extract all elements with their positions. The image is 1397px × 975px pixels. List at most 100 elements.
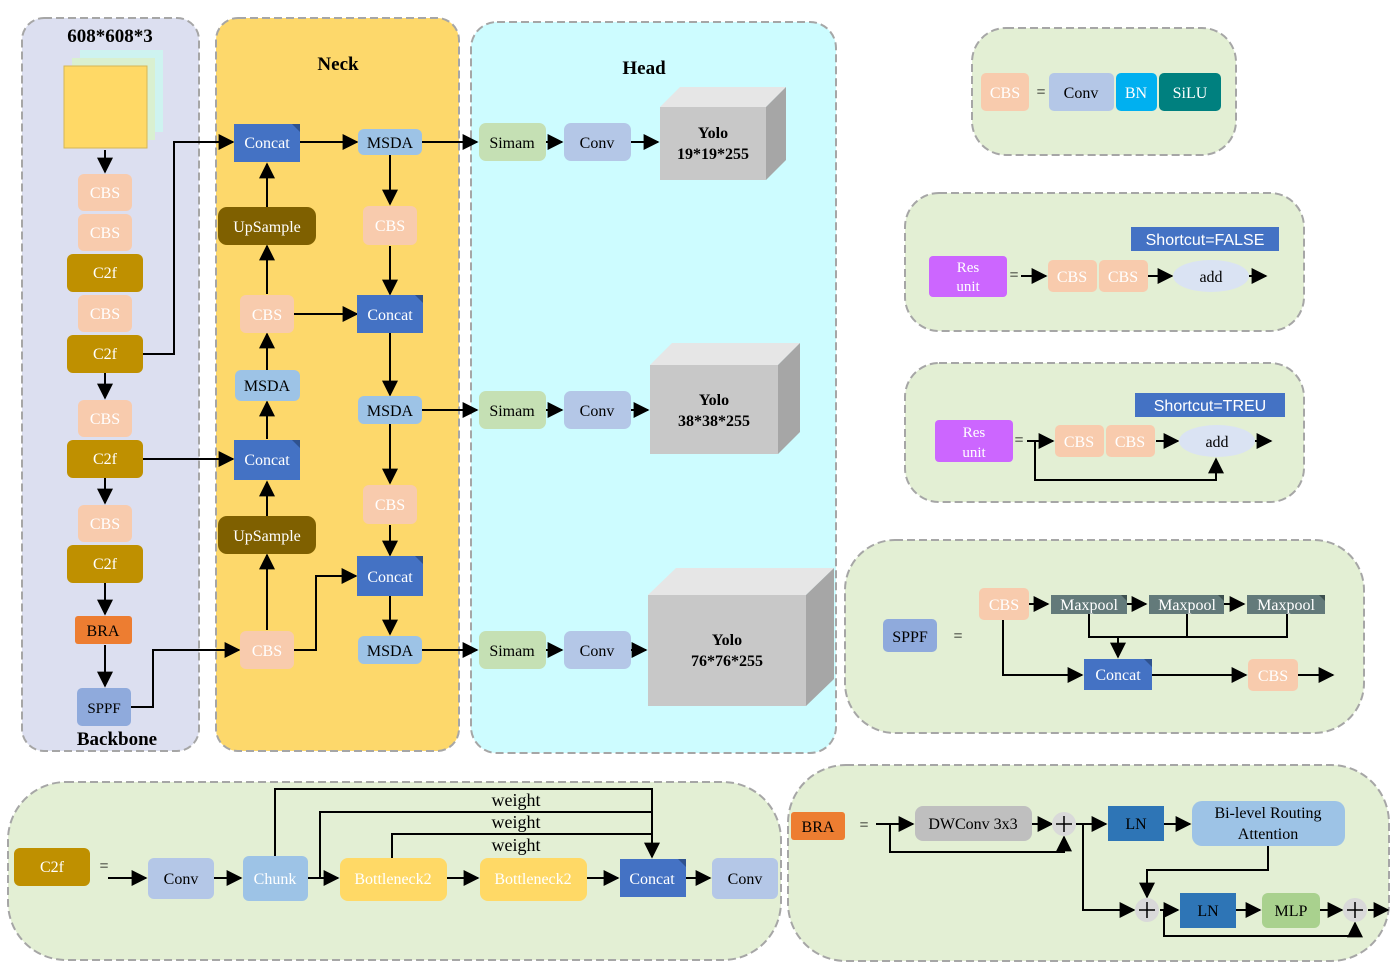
svg-text:38*38*255: 38*38*255: [678, 413, 750, 430]
svg-text:C2f: C2f: [93, 556, 118, 573]
svg-text:CBS: CBS: [1057, 269, 1087, 286]
legend-res-false: Shortcut=FALSE Res unit = CBS CBS add: [929, 227, 1279, 297]
neck-cbs-4: [363, 485, 417, 524]
neck-concat-2: [234, 440, 300, 480]
svg-text:add: add: [1205, 434, 1228, 451]
svg-text:=: =: [1036, 84, 1045, 101]
neck-title: Neck: [317, 54, 359, 75]
backbone-cbs-2: [78, 214, 132, 251]
backbone-cbs-3: [78, 295, 132, 332]
svg-text:Bottleneck2: Bottleneck2: [354, 871, 431, 888]
neck-cbs-3: [363, 206, 417, 245]
svg-text:Conv: Conv: [728, 871, 763, 888]
svg-text:=: =: [1009, 267, 1018, 284]
neck-upsample-1: [218, 207, 316, 245]
backbone-title: Backbone: [77, 729, 157, 750]
svg-text:76*76*255: 76*76*255: [691, 653, 763, 670]
head-conv-3: [564, 631, 631, 669]
backbone-c2f-1: [67, 254, 143, 292]
legend-cbs: CBS = Conv BN SiLU: [981, 73, 1221, 111]
svg-text:Concat: Concat: [367, 569, 413, 586]
svg-text:Maxpool: Maxpool: [1257, 597, 1315, 614]
svg-text:CBS: CBS: [90, 225, 120, 242]
svg-text:Res: Res: [963, 425, 986, 441]
neck-concat-3: [357, 295, 423, 333]
svg-text:CBS: CBS: [1108, 269, 1138, 286]
svg-text:UpSample: UpSample: [233, 219, 301, 236]
head-yolo-box-2: [650, 343, 800, 454]
svg-text:C2f: C2f: [93, 346, 118, 363]
head-blocks: Simam Conv Yolo 19*19*255 Simam Conv Yol…: [479, 87, 834, 706]
svg-text:Conv: Conv: [1064, 85, 1099, 102]
backbone-cbs-1: [78, 174, 132, 211]
backbone-c2f-2: [67, 335, 143, 373]
svg-text:MSDA: MSDA: [367, 135, 414, 152]
svg-text:Yolo: Yolo: [699, 392, 729, 409]
svg-text:MSDA: MSDA: [367, 403, 414, 420]
svg-text:Bi-level Routing: Bi-level Routing: [1214, 805, 1321, 822]
svg-text:MLP: MLP: [1275, 903, 1308, 920]
svg-text:Simam: Simam: [489, 643, 535, 660]
svg-text:Concat: Concat: [1095, 667, 1141, 684]
svg-text:CBS: CBS: [90, 185, 120, 202]
svg-text:Concat: Concat: [244, 135, 290, 152]
head-conv-1: [564, 123, 631, 161]
svg-text:SPPF: SPPF: [892, 629, 928, 646]
svg-text:CBS: CBS: [90, 306, 120, 323]
neck-cbs-1: [240, 295, 294, 333]
input-size-label: 608*608*3: [67, 26, 153, 47]
svg-text:CBS: CBS: [1258, 668, 1288, 685]
svg-text:=: =: [859, 817, 868, 834]
svg-text:Res: Res: [957, 260, 980, 276]
svg-text:CBS: CBS: [990, 85, 1020, 102]
svg-text:add: add: [1199, 269, 1222, 286]
neck-upsample-2: [218, 516, 316, 554]
connectors: [97, 134, 1390, 938]
svg-text:Shortcut=FALSE: Shortcut=FALSE: [1146, 232, 1265, 249]
head-yolo-box-1: [660, 87, 786, 180]
neck-blocks: Concat UpSample CBS MSDA Concat UpSample…: [218, 124, 423, 669]
svg-text:weight: weight: [492, 790, 541, 810]
backbone-sppf: [77, 688, 131, 726]
head-yolo-box-3: [648, 568, 834, 706]
svg-text:Conv: Conv: [580, 403, 615, 420]
svg-text:Shortcut=TREU: Shortcut=TREU: [1154, 398, 1266, 415]
legend-bra-panel: [787, 764, 1390, 962]
neck-msda-bot: [358, 636, 422, 664]
legend-sppf: SPPF = CBS Maxpool Maxpool Maxpool Conca…: [883, 588, 1325, 691]
svg-text:Bottleneck2: Bottleneck2: [494, 871, 571, 888]
svg-text:unit: unit: [962, 445, 986, 461]
svg-text:Concat: Concat: [629, 871, 675, 888]
backbone-cbs-4: [78, 400, 132, 437]
svg-text:SiLU: SiLU: [1173, 85, 1208, 102]
svg-text:Yolo: Yolo: [698, 125, 728, 142]
head-simam-2: [479, 391, 546, 429]
svg-text:weight: weight: [492, 835, 541, 855]
svg-text:CBS: CBS: [989, 597, 1019, 614]
neck-msda-top: [358, 129, 422, 155]
legend-res-true: Shortcut=TREU Res unit = CBS CBS add: [935, 393, 1285, 462]
neck-concat-4: [357, 556, 423, 596]
svg-text:=: =: [99, 858, 108, 875]
svg-text:Simam: Simam: [489, 135, 535, 152]
svg-text:BN: BN: [1125, 85, 1148, 102]
svg-text:MSDA: MSDA: [244, 378, 291, 395]
svg-text:UpSample: UpSample: [233, 528, 301, 545]
svg-text:=: =: [1014, 432, 1023, 449]
svg-text:CBS: CBS: [375, 497, 405, 514]
svg-text:DWConv 3x3: DWConv 3x3: [928, 816, 1017, 833]
legend-bra: BRA = DWConv 3x3 LN Bi-level Routing Att…: [791, 801, 1367, 928]
head-title: Head: [622, 58, 666, 79]
svg-text:BRA: BRA: [802, 819, 835, 836]
svg-text:CBS: CBS: [375, 218, 405, 235]
svg-text:C2f: C2f: [40, 859, 65, 876]
svg-text:CBS: CBS: [90, 516, 120, 533]
backbone-cbs-5: [78, 505, 132, 542]
head-simam-1: [479, 123, 546, 161]
svg-text:C2f: C2f: [93, 265, 118, 282]
legend-c2f: C2f = Conv Chunk Bottleneck2 Bottleneck2…: [14, 790, 778, 901]
svg-text:Conv: Conv: [164, 871, 199, 888]
svg-text:CBS: CBS: [1064, 434, 1094, 451]
backbone-bra: [75, 616, 132, 644]
svg-text:BRA: BRA: [87, 623, 120, 640]
